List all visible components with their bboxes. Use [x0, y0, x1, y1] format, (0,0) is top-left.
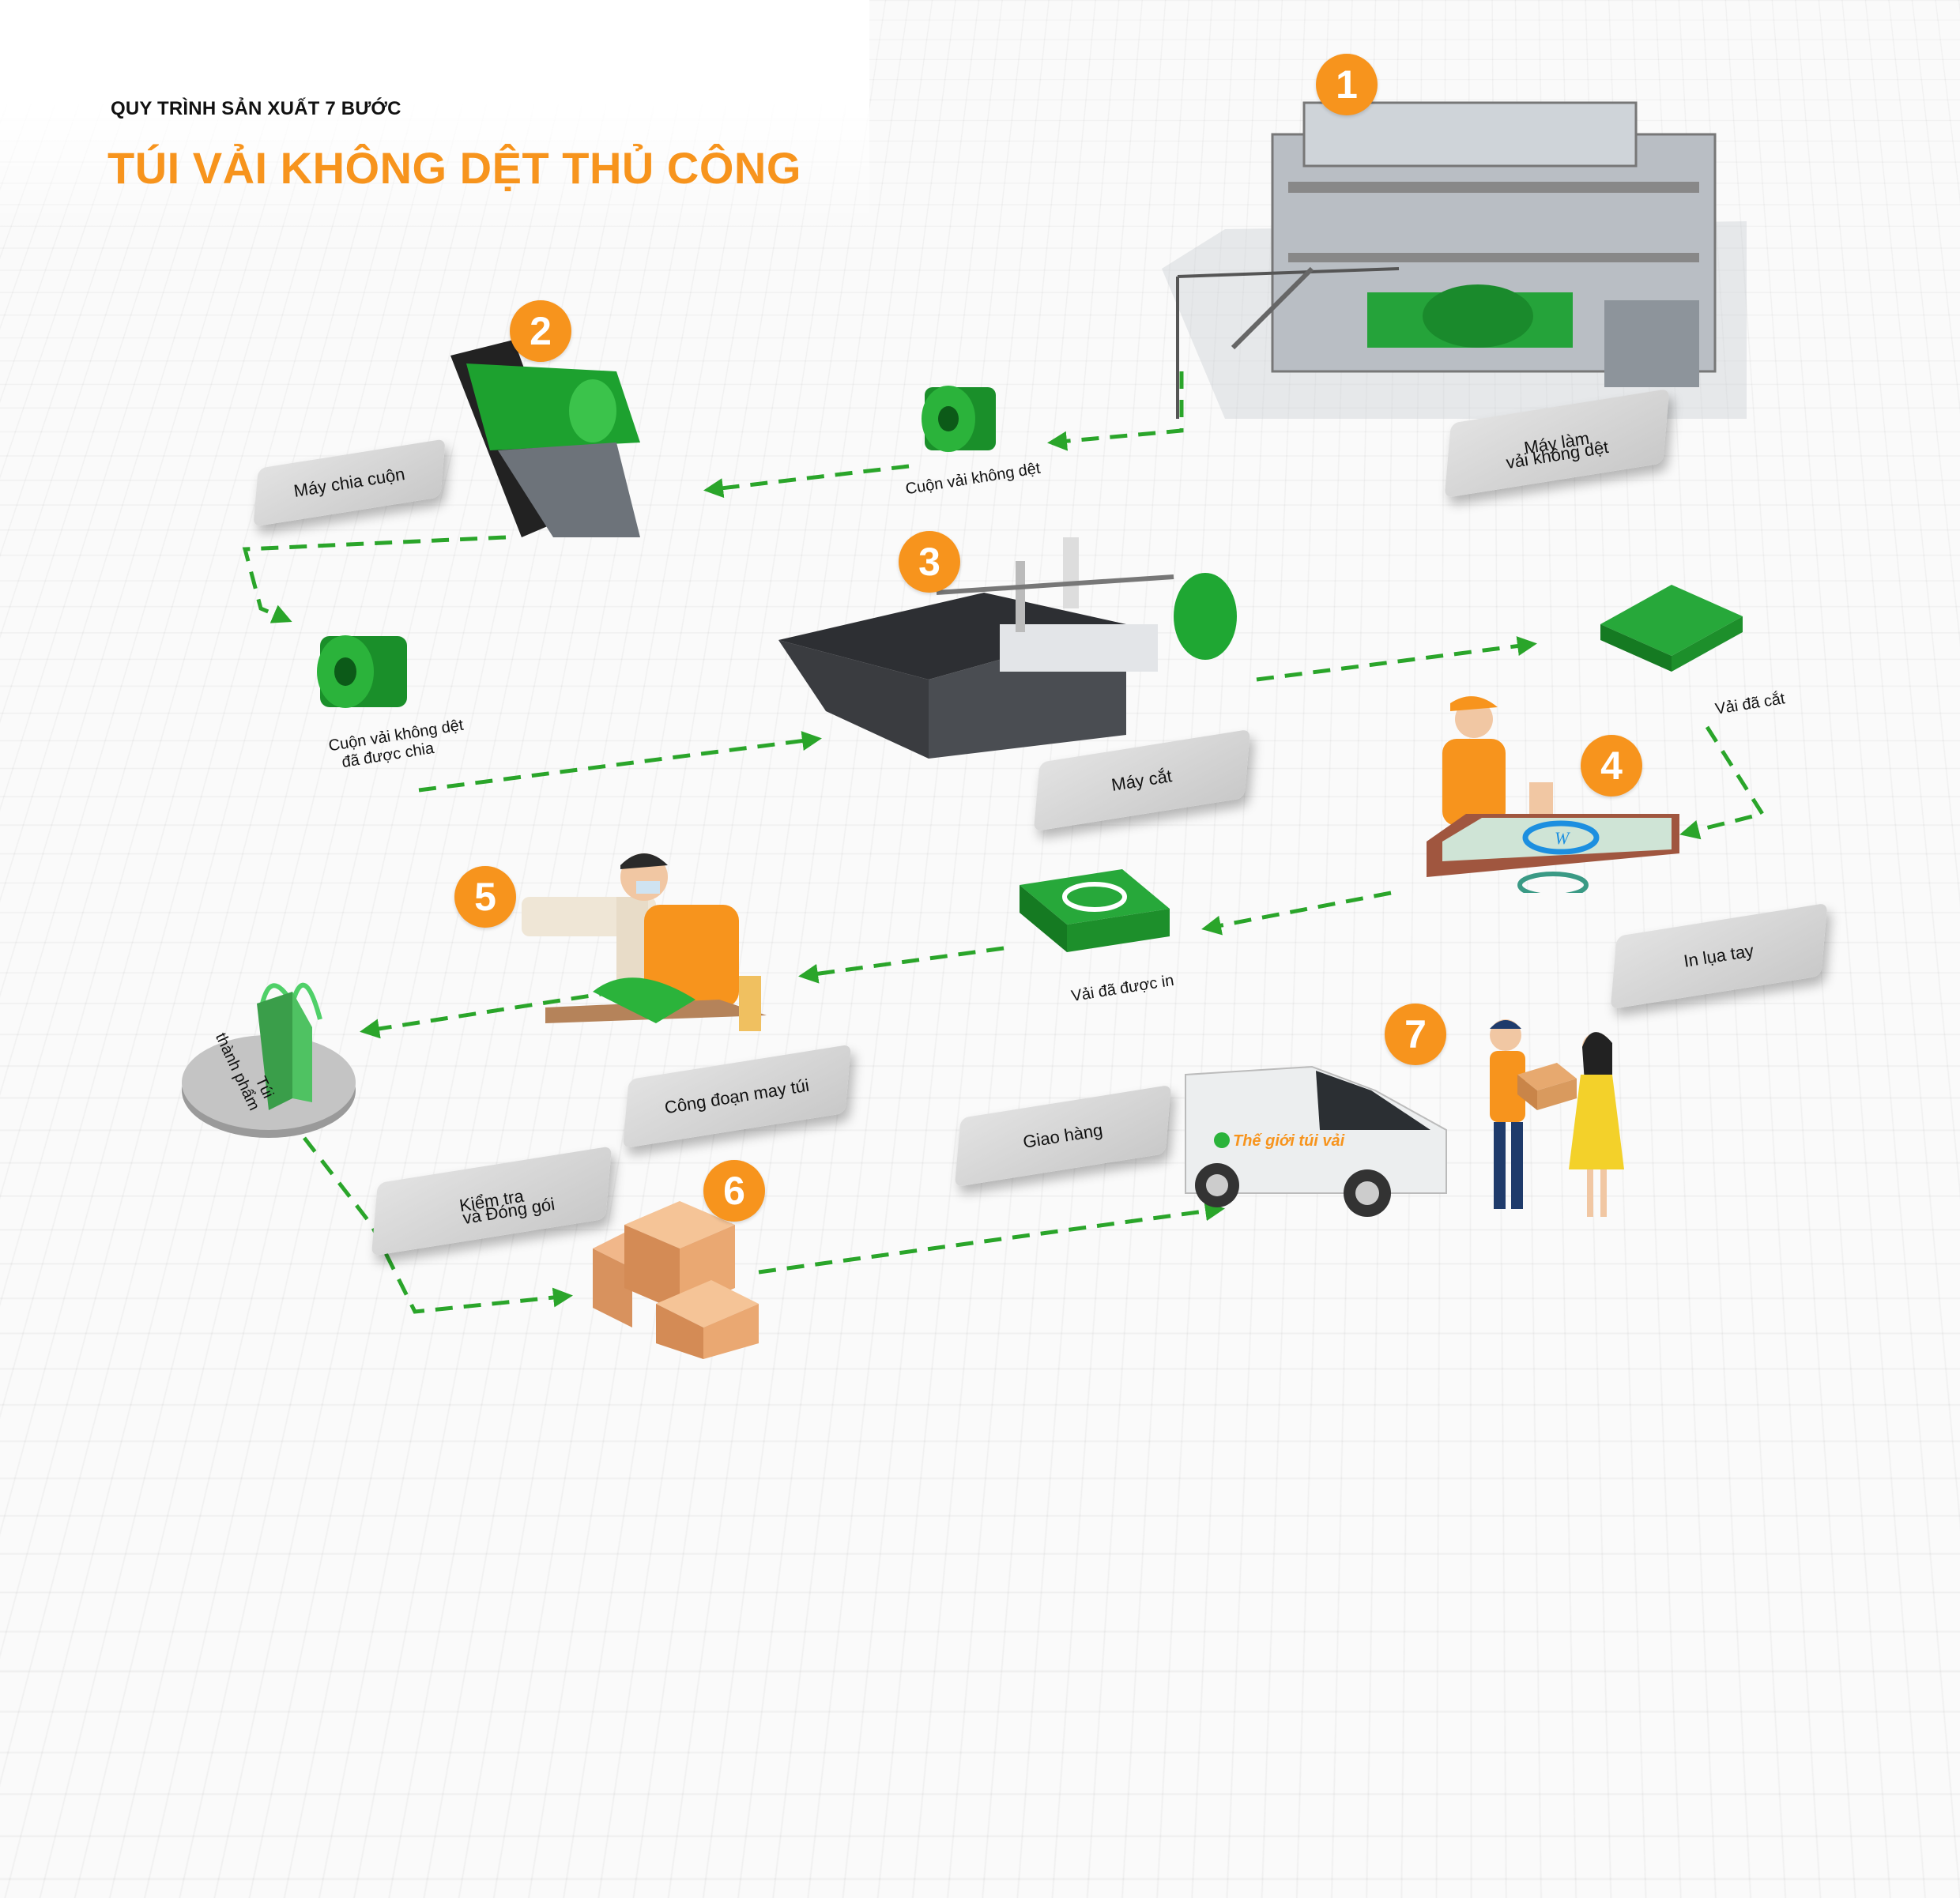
arrow-cutter-to-cutfabric: [1257, 644, 1533, 680]
arrow-cutfabric-to-print: [1683, 727, 1762, 834]
delivery-people-illustration: [1470, 1011, 1636, 1225]
arrow-split-to-cutter: [419, 739, 818, 790]
arrow-print-to-printed: [1205, 893, 1391, 928]
cut-fabric-stack-icon: [1600, 585, 1743, 672]
finished-bag-platform: [174, 972, 371, 1146]
slitting-machine-illustration: [435, 340, 672, 537]
screen-printing-illustration: W: [1419, 695, 1687, 893]
printed-fabric-stack-icon: [1020, 861, 1178, 956]
step-3-badge: 3: [899, 531, 960, 593]
arrow-roll-to-machine2: [707, 466, 909, 490]
nonwoven-roll-icon: [909, 371, 1020, 458]
step-4-badge: 4: [1581, 735, 1642, 796]
step-5-badge: 5: [454, 866, 516, 928]
sewing-worker-illustration: [498, 834, 790, 1047]
step-2-badge: 2: [510, 300, 571, 362]
arrow-machine2-to-split: [245, 537, 506, 620]
delivery-van-illustration: Thế giới túi vải: [1170, 1059, 1454, 1217]
cutting-machine-illustration: [778, 529, 1245, 766]
step-7-badge: 7: [1385, 1004, 1446, 1065]
arrow-printed-to-sewing: [802, 948, 1004, 976]
step-1-badge: 1: [1316, 54, 1378, 115]
step-6-badge: 6: [703, 1160, 765, 1222]
split-roll-icon: [304, 620, 423, 715]
print-logo-letter: W: [1555, 828, 1570, 848]
van-brand-text: Thế giới túi vải: [1233, 1132, 1345, 1150]
nonwoven-machine-illustration: [1130, 87, 1778, 419]
arrow-packing-to-van: [759, 1209, 1221, 1272]
